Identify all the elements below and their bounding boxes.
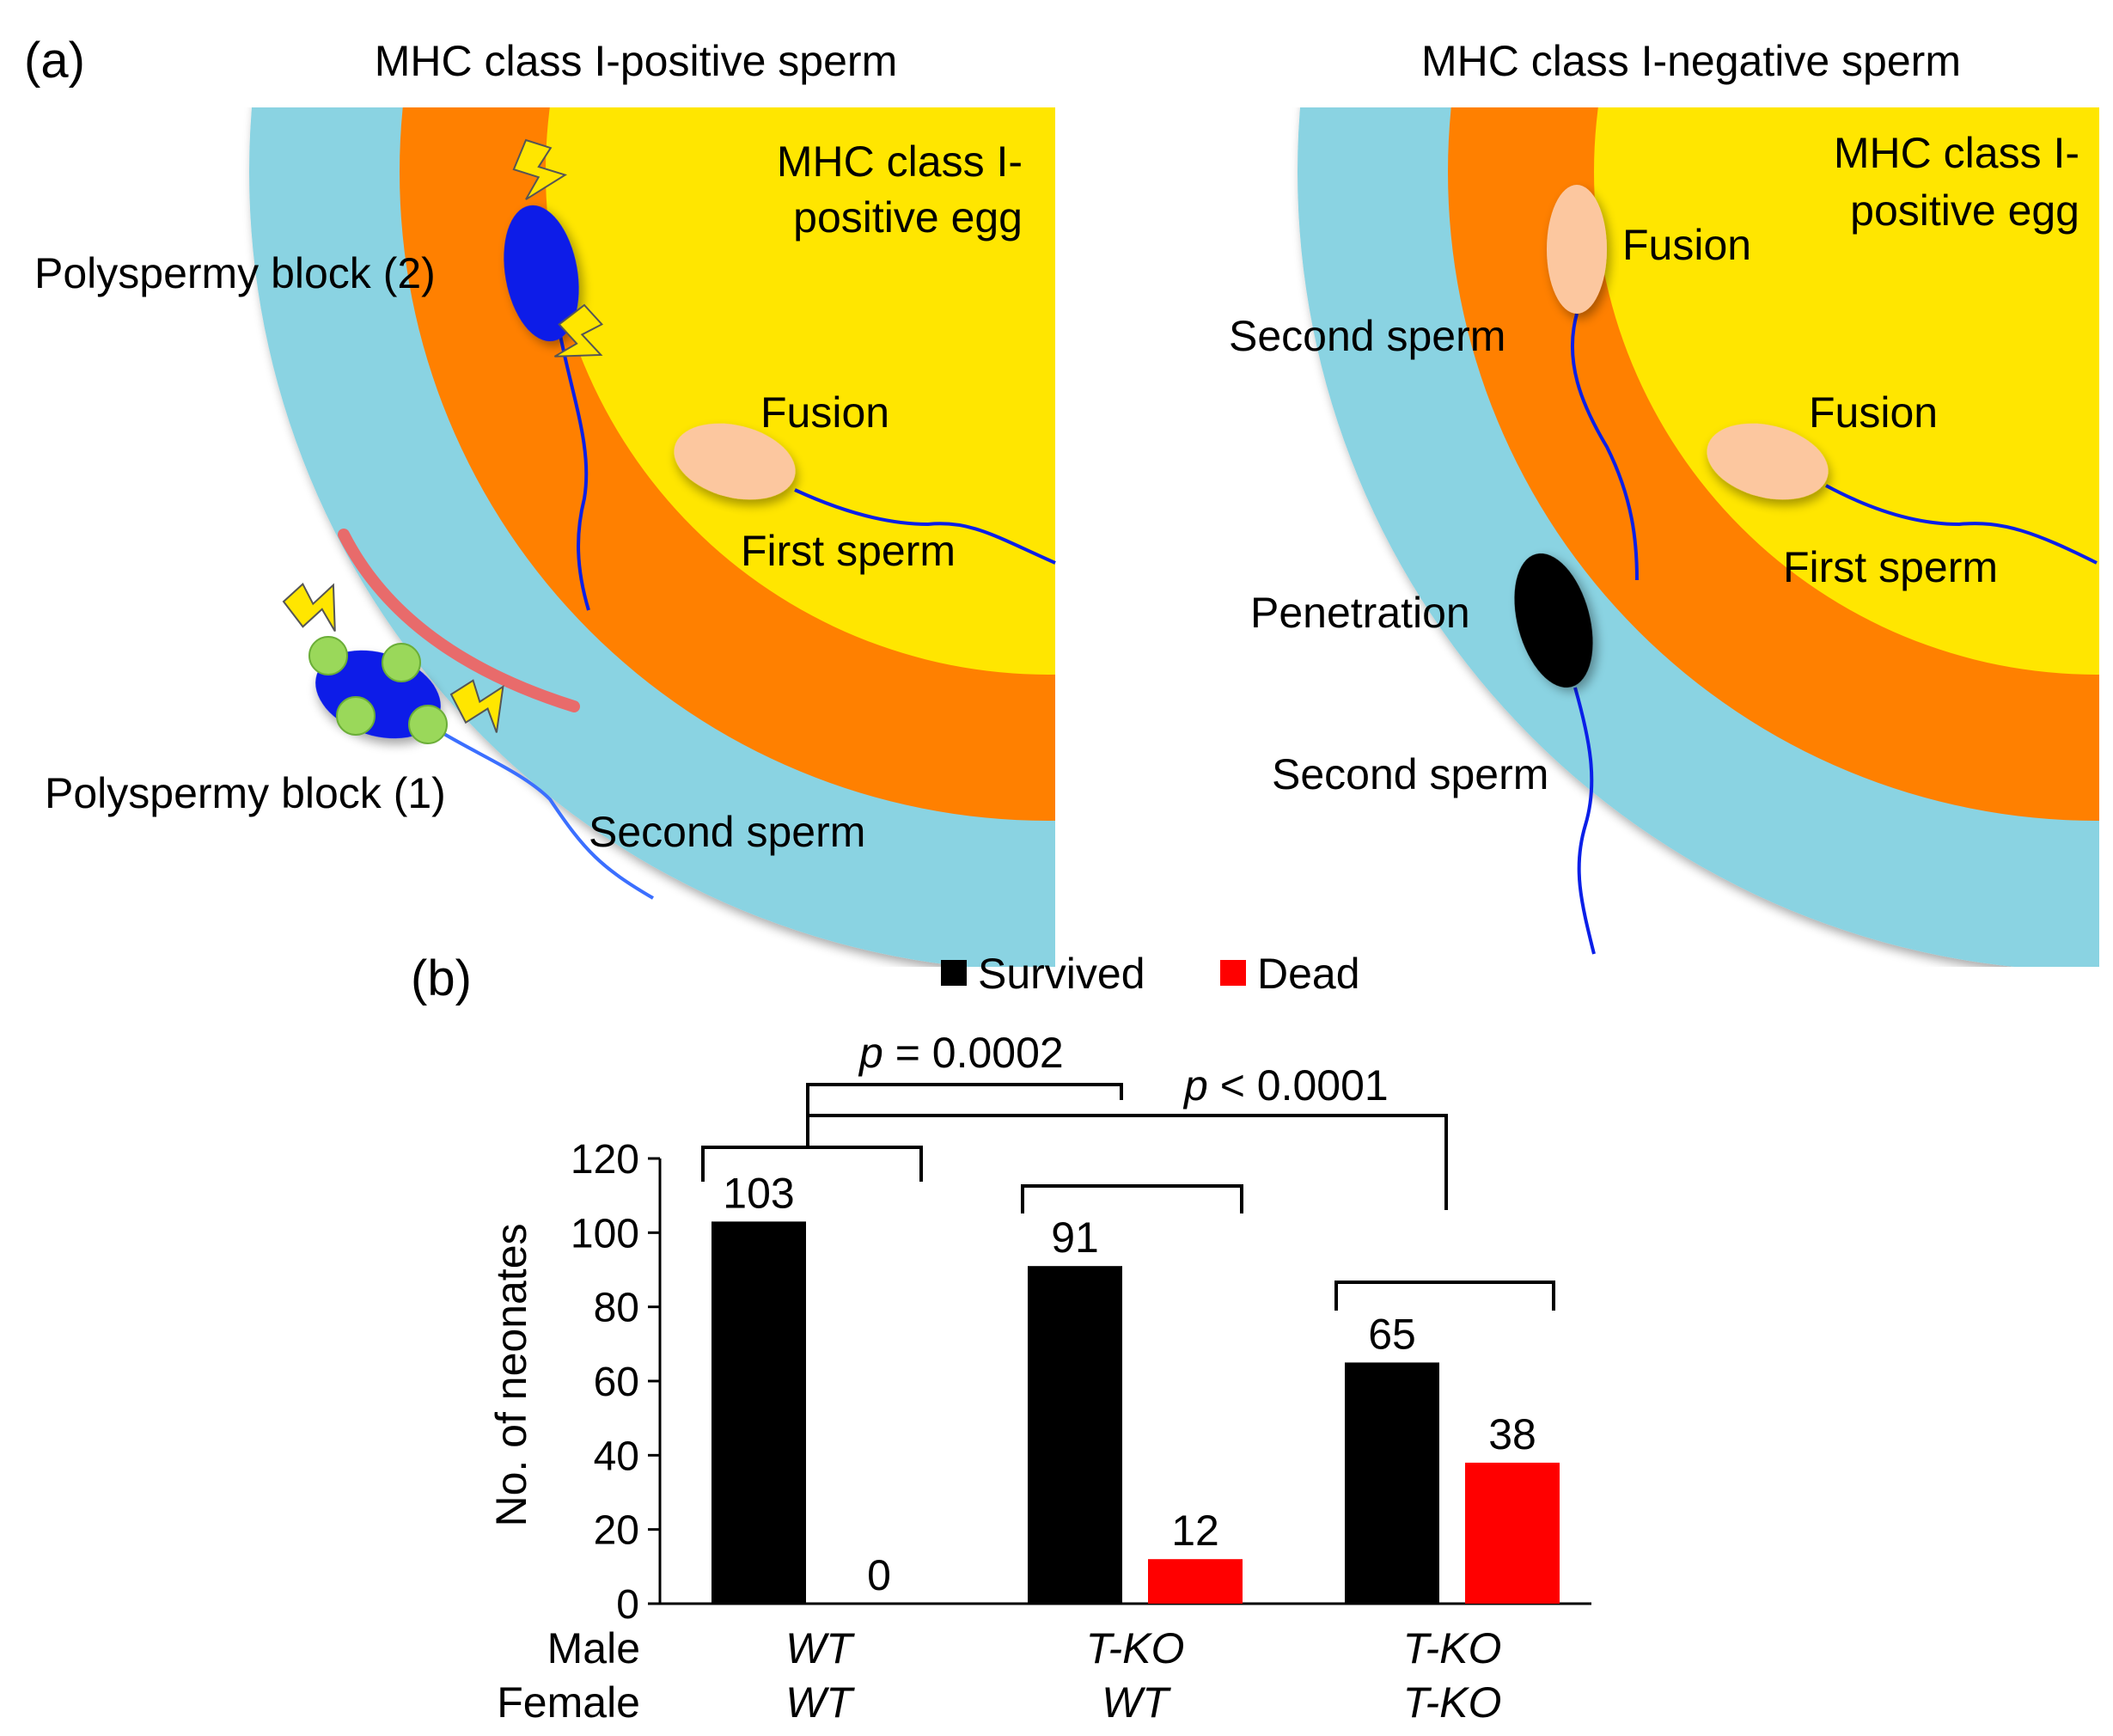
bar-dead: [1465, 1462, 1560, 1604]
x-category-labels: WT WT T-KO WT T-KO T-KO: [785, 1624, 1501, 1727]
fusion-label-left: Fusion: [760, 388, 889, 437]
bar-dead: [1148, 1559, 1243, 1604]
first-sperm-tail-left: [794, 488, 1056, 565]
bars: [711, 1221, 1560, 1604]
category-label-female: WT: [1102, 1678, 1171, 1727]
significance-annotations: [701, 1083, 1555, 1311]
penetrating-sperm-tail: [1573, 687, 1596, 955]
bracket-tko-tko: [1334, 1281, 1555, 1311]
penetration-label: Penetration: [1250, 589, 1470, 637]
second-sperm-label-right-bottom: Second sperm: [1272, 750, 1548, 798]
legend-label-dead: Dead: [1257, 950, 1360, 998]
egg-label-right-1: MHC class I-: [1834, 129, 2079, 177]
panel-b-label: (b): [411, 951, 472, 1006]
bar-survived: [1345, 1362, 1439, 1604]
fusion-label-right-top: Fusion: [1622, 221, 1751, 269]
receptor-icon: [382, 643, 421, 682]
data-label-dead: 12: [1171, 1507, 1219, 1555]
y-axis-label: No. of neonates: [487, 1223, 535, 1526]
legend-swatch-dead: [1220, 960, 1246, 986]
receptor-icon: [308, 636, 348, 675]
legend: Survived Dead: [941, 950, 1360, 998]
panel-a: (a) MHC class I-positive sperm: [24, 33, 2099, 967]
data-label-survived: 91: [1051, 1213, 1099, 1262]
bar-survived: [1028, 1266, 1122, 1604]
blocked-sperm-tail-1: [437, 729, 655, 900]
egg-label-left-2: positive egg: [793, 193, 1023, 241]
category-label-male: WT: [785, 1624, 855, 1672]
row-label-female: Female: [497, 1678, 640, 1727]
p-value-2: p < 0.0001: [1182, 1061, 1389, 1109]
first-sperm-label-right: First sperm: [1783, 543, 1998, 591]
second-sperm-label-left: Second sperm: [589, 808, 865, 856]
row-label-male: Male: [547, 1624, 640, 1672]
category-label-male: T-KO: [1403, 1624, 1502, 1672]
egg-label-right-2: positive egg: [1850, 186, 2079, 235]
block1-label: Polyspermy block (1): [45, 769, 446, 817]
bracket-wt-wt: [701, 1146, 923, 1182]
diagram-right: MHC class I-negative sperm MHC class I- …: [1229, 37, 2099, 967]
data-label-dead: 38: [1488, 1410, 1536, 1458]
fused-sperm-head-top: [1547, 185, 1607, 314]
egg-left: [546, 107, 1055, 675]
diagram-right-title: MHC class I-negative sperm: [1421, 37, 1961, 85]
second-sperm-label-right-top: Second sperm: [1229, 312, 1505, 360]
y-tick-label: 80: [594, 1286, 639, 1331]
receptor-icon: [336, 696, 376, 736]
lightning-icon: [278, 566, 358, 645]
egg-right: [1594, 107, 2099, 675]
y-tick-label: 40: [594, 1433, 639, 1479]
bracket-tko-wt: [1021, 1184, 1243, 1213]
blocked-sperm-tail-2: [557, 326, 590, 611]
first-sperm-head-right: [1707, 423, 1829, 500]
cortical-band-left: [338, 529, 580, 712]
comparison-line-2: [806, 1114, 1448, 1210]
y-tick-label: 20: [594, 1508, 639, 1554]
y-tick-label: 120: [571, 1137, 639, 1183]
diagram-left: MHC class I-positive sperm: [34, 37, 1056, 967]
y-tick-label: 60: [594, 1360, 639, 1405]
data-label-survived: 65: [1368, 1310, 1416, 1358]
legend-label-survived: Survived: [978, 950, 1145, 998]
y-tick-label: 100: [571, 1211, 639, 1256]
receptor-icon: [408, 705, 448, 744]
category-label-male: T-KO: [1086, 1624, 1185, 1672]
panel-b: (b) Survived Dead p = 0.0002 p < 0.0001 …: [411, 950, 1591, 1727]
y-tick-label: 0: [616, 1582, 639, 1628]
first-sperm-head-left: [674, 423, 796, 500]
egg-label-left-1: MHC class I-: [777, 138, 1023, 186]
block2-label: Polyspermy block (2): [34, 249, 436, 297]
bar-survived: [711, 1221, 806, 1604]
blocked-sperm-head-2: [504, 205, 579, 342]
panel-a-label: (a): [24, 33, 85, 89]
penetrating-sperm-head: [1514, 553, 1593, 688]
data-label-survived: 103: [723, 1169, 794, 1217]
fusion-label-right: Fusion: [1809, 388, 1938, 437]
data-label-dead: 0: [867, 1551, 891, 1599]
diagram-left-title: MHC class I-positive sperm: [375, 37, 897, 85]
first-sperm-label-left: First sperm: [741, 527, 956, 575]
legend-swatch-survived: [941, 960, 967, 986]
first-sperm-tail-right: [1825, 484, 2098, 565]
category-label-female: WT: [785, 1678, 855, 1727]
fused-sperm-tail-top: [1570, 313, 1639, 581]
p-value-1: p = 0.0002: [858, 1029, 1064, 1077]
data-labels: 103 0 91 12 65 38: [723, 1169, 1536, 1599]
category-label-female: T-KO: [1403, 1678, 1502, 1727]
y-axis: 0 20 40 60 80 100 120: [571, 1137, 662, 1628]
bar-chart: 0 20 40 60 80 100 120 No. of neonates 103 0 91 12…: [487, 1137, 1591, 1727]
